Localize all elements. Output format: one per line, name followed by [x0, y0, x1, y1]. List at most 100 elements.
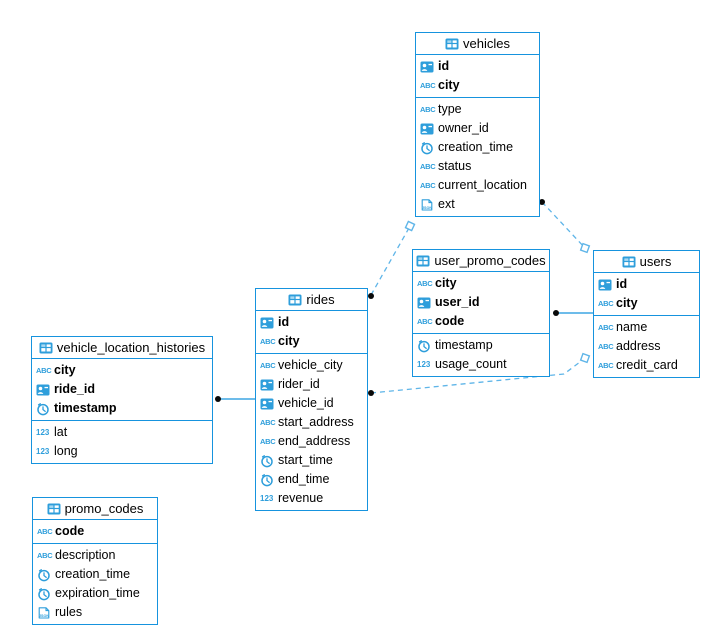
- number-type-icon: 123: [260, 494, 274, 503]
- string-type-icon: ABC: [420, 105, 436, 114]
- fields-section: timestamp 123 usage_count: [413, 334, 549, 376]
- table-name: vehicle_location_histories: [56, 340, 206, 355]
- table-header-vehicle_location_histories[interactable]: vehicle_location_histories: [32, 337, 212, 359]
- string-type-icon: ABC: [598, 361, 614, 370]
- field-label: owner_id: [438, 121, 489, 135]
- field-row-owner_id[interactable]: owner_id: [416, 119, 539, 138]
- field-row-creation_time[interactable]: creation_time: [416, 138, 539, 157]
- field-row-id[interactable]: id: [256, 313, 367, 332]
- field-label: long: [54, 444, 78, 458]
- table-header-promo_codes[interactable]: promo_codes: [33, 498, 157, 520]
- field-label: city: [435, 276, 457, 290]
- table-header-user_promo_codes[interactable]: user_promo_codes: [413, 250, 549, 272]
- table-header-vehicles[interactable]: vehicles: [416, 33, 539, 55]
- field-row-rider_id[interactable]: rider_id: [256, 375, 367, 394]
- string-type-icon: ABC: [598, 299, 614, 308]
- field-row-timestamp[interactable]: timestamp: [32, 399, 212, 418]
- timestamp-type-icon: [417, 339, 435, 353]
- field-label: code: [55, 524, 85, 538]
- field-label: lat: [54, 425, 68, 439]
- field-row-rules[interactable]: JSON rules: [33, 603, 157, 622]
- timestamp-type-icon: [260, 454, 278, 468]
- field-label: user_id: [435, 295, 480, 309]
- field-row-ride_id[interactable]: ride_id: [32, 380, 212, 399]
- relationship-dot-endpoint: [215, 396, 221, 402]
- svg-text:JSON: JSON: [39, 613, 49, 617]
- string-type-icon: ABC: [417, 317, 433, 326]
- field-row-id[interactable]: id: [594, 275, 699, 294]
- field-label: status: [438, 159, 472, 173]
- table-name: rides: [306, 292, 335, 307]
- identifier-type-icon: [36, 383, 54, 397]
- field-label: description: [55, 548, 116, 562]
- table-icon: [288, 293, 302, 307]
- field-label: city: [616, 296, 638, 310]
- field-row-usage_count[interactable]: 123 usage_count: [413, 355, 549, 374]
- relationship-dot-endpoint: [368, 293, 374, 299]
- number-type-icon: 123: [417, 360, 431, 369]
- table-icon: [416, 254, 430, 268]
- field-row-start_time[interactable]: start_time: [256, 451, 367, 470]
- string-type-icon: ABC: [417, 279, 433, 288]
- field-label: ride_id: [54, 382, 95, 396]
- string-type-icon: ABC: [260, 337, 276, 346]
- identifier-type-icon: [260, 316, 278, 330]
- field-row-end_time[interactable]: end_time: [256, 470, 367, 489]
- field-label: id: [438, 59, 450, 73]
- table-name: vehicles: [463, 36, 510, 51]
- field-row-vehicle_id[interactable]: vehicle_id: [256, 394, 367, 413]
- relationship-vehicles-users: [539, 199, 591, 254]
- field-label: usage_count: [435, 357, 507, 371]
- field-label: creation_time: [438, 140, 514, 154]
- table-name: users: [639, 254, 672, 269]
- identifier-type-icon: [598, 278, 616, 292]
- table-header-users[interactable]: users: [594, 251, 699, 273]
- field-row-timestamp[interactable]: timestamp: [413, 336, 549, 355]
- field-label: rules: [55, 605, 83, 619]
- identifier-type-icon: [420, 122, 438, 136]
- json-type-icon: JSON: [37, 606, 55, 620]
- relationship-diamond-endpoint: [579, 352, 591, 364]
- field-row-user_id[interactable]: user_id: [413, 293, 549, 312]
- field-label: id: [278, 315, 290, 329]
- timestamp-type-icon: [37, 568, 55, 582]
- field-row-creation_time[interactable]: creation_time: [33, 565, 157, 584]
- string-type-icon: ABC: [260, 361, 276, 370]
- field-row-expiration_time[interactable]: expiration_time: [33, 584, 157, 603]
- field-row-id[interactable]: id: [416, 57, 539, 76]
- relationship-vehicles-rides: [368, 220, 416, 299]
- table-header-rides[interactable]: rides: [256, 289, 367, 311]
